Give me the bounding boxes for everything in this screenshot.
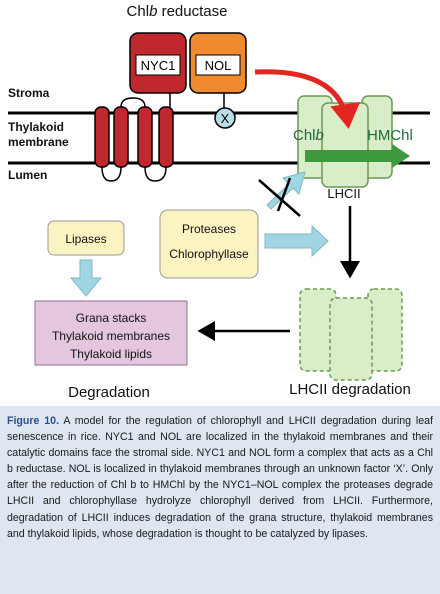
lhcii-label: LHCII	[327, 186, 360, 201]
degraded-lhcii	[299, 288, 403, 381]
nol-label-box	[195, 54, 241, 76]
chlorophyllase-label: Chlorophyllase	[169, 247, 249, 261]
stroma-label: Stroma	[8, 86, 50, 100]
reduction-arrow	[254, 69, 361, 129]
grana-box	[34, 300, 188, 366]
chlb-reductase-title: Chlb reductase	[127, 3, 228, 20]
proteases-box	[159, 209, 259, 279]
chlb-to-hmchl-arrow	[305, 144, 410, 168]
lumen-label: Lumen	[8, 168, 47, 182]
nol-label: NOL	[205, 58, 232, 73]
lipases-box	[47, 220, 125, 256]
transmembrane-protein	[94, 106, 174, 168]
lipases-label: Lipases	[65, 232, 106, 246]
blocked-mark	[258, 177, 301, 217]
grana-line1: Grana stacks	[76, 311, 147, 325]
factor-x	[214, 107, 236, 129]
hmchl-label: HMChl	[367, 127, 413, 144]
grana-line3: Thylakoid lipids	[70, 347, 152, 361]
transmembrane-loops	[101, 97, 167, 182]
lhcii-degradation-label: LHCII degradation	[289, 381, 411, 398]
chlb-label: Chlb	[293, 127, 324, 144]
membrane-label: membrane	[8, 135, 69, 149]
thylakoid-label: Thylakoid	[8, 120, 64, 134]
proteases-action-arrow	[264, 224, 329, 258]
figure-label: Figure 10.	[7, 415, 60, 427]
nyc1-label: NYC1	[141, 58, 176, 73]
factor-x-label: X	[221, 111, 230, 126]
lipases-action-arrow	[69, 259, 103, 297]
degradation-label: Degradation	[68, 384, 150, 401]
nyc1-label-box	[135, 54, 181, 76]
caption-background	[0, 406, 440, 594]
caption-text: A model for the regulation of chlorophyl…	[7, 415, 434, 540]
figure-caption: Figure 10. A model for the regulation of…	[7, 413, 433, 542]
proteases-label: Proteases	[182, 222, 236, 236]
grana-line2: Thylakoid membranes	[52, 329, 170, 343]
senescence-model-diagram: Chlb reductase Stroma Thylakoid membrane…	[8, 3, 430, 401]
